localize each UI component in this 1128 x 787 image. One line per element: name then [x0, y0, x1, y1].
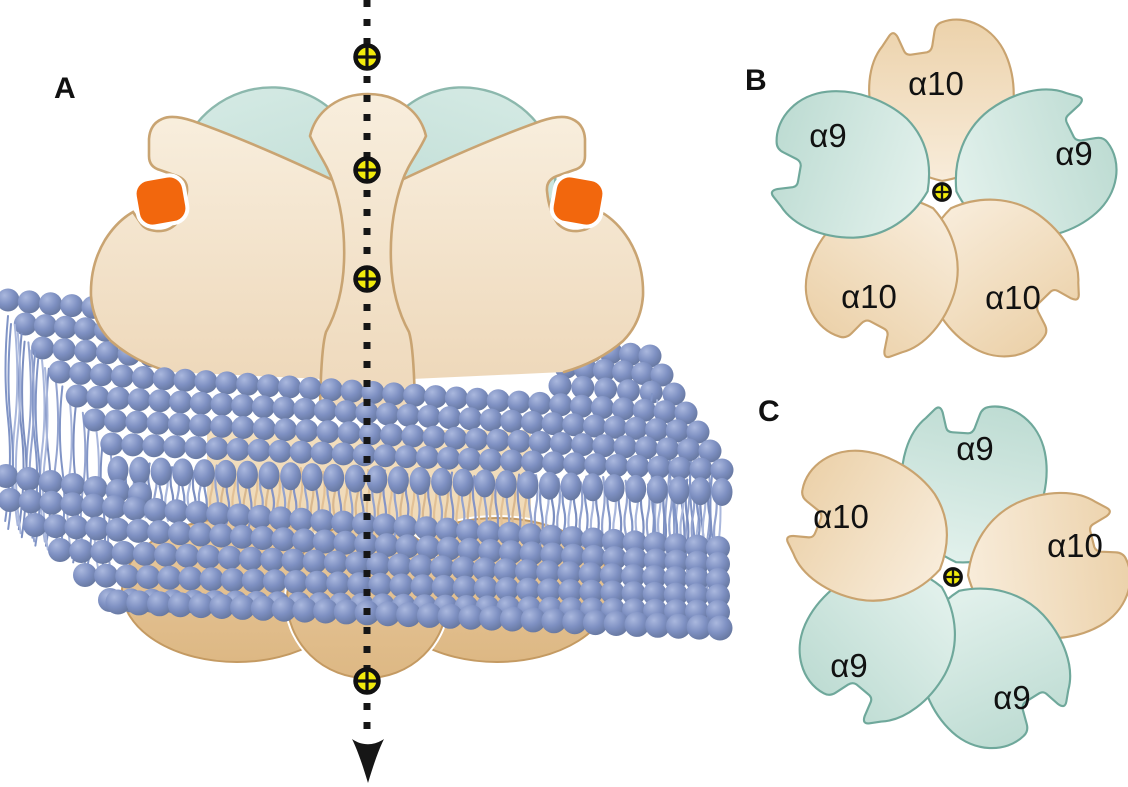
left-lobe-body — [90, 116, 344, 381]
ligand-icon-right — [549, 173, 607, 229]
receptor-outer-lobes — [89, 115, 645, 381]
panel-a: A — [0, 0, 734, 783]
subunit-label: α9 — [1055, 135, 1092, 172]
subunit-label: α10 — [813, 498, 869, 535]
cation-icon — [932, 182, 952, 202]
subunit-label: α10 — [908, 65, 964, 102]
subunit-label: α10 — [985, 279, 1041, 316]
subunit-label: α9 — [956, 430, 993, 467]
panel-a-label: A — [54, 72, 76, 105]
subunit-label: α10 — [841, 278, 897, 315]
flow-arrowhead-icon — [352, 739, 384, 783]
cation-icon — [356, 268, 379, 291]
lipid-bottom-leaflet — [0, 464, 733, 641]
pentamer-c — [762, 388, 1128, 769]
cation-icon — [943, 567, 963, 587]
ligand-sites — [132, 173, 607, 229]
panel-b: α10 α9 α9 α10 α10 B — [745, 18, 1128, 383]
cation-icon — [356, 159, 379, 182]
subunit-label: α9 — [993, 679, 1030, 716]
cation-icon — [356, 46, 379, 69]
panel-c: α9 α10 α10 α9 α9 C — [758, 388, 1128, 769]
ligand-icon-left — [132, 173, 190, 229]
panel-c-label: C — [758, 395, 780, 428]
panel-b-label: B — [745, 64, 767, 97]
subunit-label: α9 — [809, 117, 846, 154]
subunit-label: α10 — [1047, 527, 1103, 564]
subunit-label: α9 — [830, 647, 867, 684]
right-lobe-body — [390, 116, 644, 381]
lipid-top-leaflet-front-rows — [48, 360, 734, 506]
cation-icon — [356, 670, 379, 693]
